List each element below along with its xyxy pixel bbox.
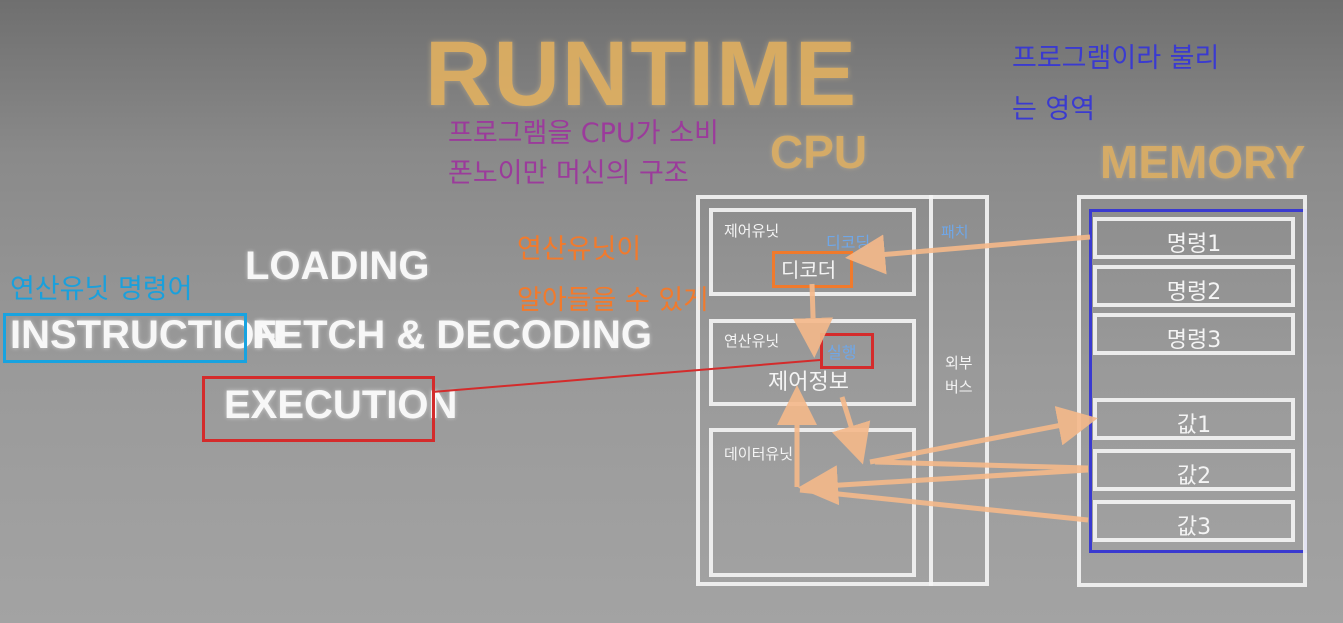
execute-label: 실행 (827, 343, 857, 362)
memory-cell-label: 값3 (1176, 515, 1212, 540)
execution-label: EXECUTION (224, 383, 458, 427)
memory-cell: 명령3 (1093, 313, 1295, 355)
memory-cell-label: 값2 (1176, 464, 1212, 489)
value3-line (799, 487, 1089, 523)
cpu-outer-box (696, 195, 989, 586)
decoder-label: 디코더 (781, 258, 837, 282)
memory-cell: 값2 (1093, 449, 1295, 491)
program-area-note-line1: 프로그램이라 불리 (1012, 43, 1220, 74)
runtime-title: RUNTIME (425, 23, 859, 125)
memory-outer-box (1077, 195, 1307, 587)
execution-highlight-box (202, 376, 435, 442)
alu-label: 연산유닛 (724, 332, 780, 350)
fetch-label: 패치 (941, 223, 969, 241)
external-bus-label-line1: 외부 (945, 354, 973, 372)
decode-arrow (793, 283, 834, 358)
consume-note-line1: 프로그램을 CPU가 소비 (448, 118, 719, 149)
data-unit-label: 데이터유닛 (724, 445, 794, 463)
memory-cell-label: 명령1 (1166, 232, 1222, 257)
program-area-note-line2: 는 영역 (1012, 94, 1096, 125)
instruction-highlight-box (3, 313, 247, 363)
alu-understand-note-line2: 알아들을 수 있게 (517, 285, 709, 316)
control-unit-label: 제어유닛 (724, 222, 780, 240)
alu-understand-note-line1: 연산유닛이 (517, 234, 642, 265)
exec-to-data-arrow (832, 396, 871, 465)
store-value1-arrow (869, 406, 1098, 465)
store-value2-line (874, 459, 1089, 471)
consume-note-line2: 폰노이만 머신의 구조 (448, 158, 689, 189)
fetch-decoding-label: FETCH & DECODING (252, 313, 652, 357)
memory-cell: 명령1 (1093, 217, 1295, 259)
memory-cell-label: 명령2 (1166, 280, 1222, 305)
external-bus-label-line2: 버스 (945, 378, 973, 396)
memory-heading: MEMORY (1100, 136, 1306, 188)
fetch-arrow (845, 234, 1091, 275)
alu-instruction-note: 연산유닛 명령어 (10, 274, 193, 305)
bus-divider (929, 195, 933, 586)
instruction-label: INSTRUCTION (10, 313, 284, 357)
memory-cell-label: 값1 (1176, 413, 1212, 438)
load-value-arrow (798, 465, 1089, 506)
loading-label: LOADING (245, 244, 430, 288)
cpu-heading: CPU (770, 126, 868, 178)
memory-cell: 명령2 (1093, 265, 1295, 307)
execution-pointer-line (431, 359, 821, 393)
memory-cell-label: 명령3 (1166, 328, 1222, 353)
memory-cell: 값3 (1093, 500, 1295, 542)
